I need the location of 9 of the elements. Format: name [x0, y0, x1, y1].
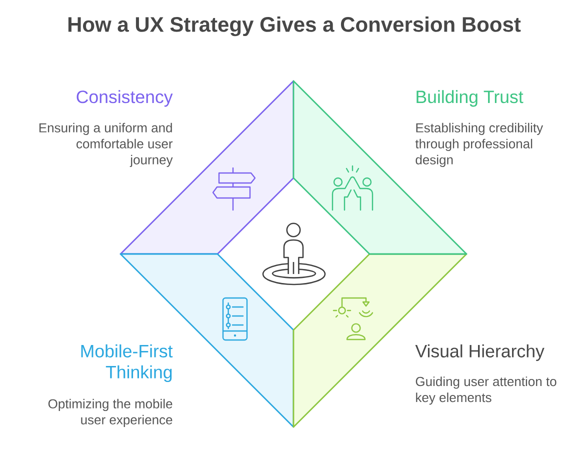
title: How a UX Strategy Gives a Conversion Boost — [68, 16, 521, 36]
description: Optimizing the mobile user experience — [48, 398, 172, 427]
description: Guiding user attention to key elements — [416, 376, 556, 405]
description: Ensuring a uniform and comfortable user journey — [39, 122, 173, 167]
heading: Building Trust — [416, 90, 524, 107]
description: Establishing credibility through professional design — [415, 122, 544, 167]
heading: Consistency — [76, 90, 173, 107]
heading: Mobile-First Thinking — [81, 344, 173, 382]
heading: Visual Hierarchy — [415, 344, 544, 361]
